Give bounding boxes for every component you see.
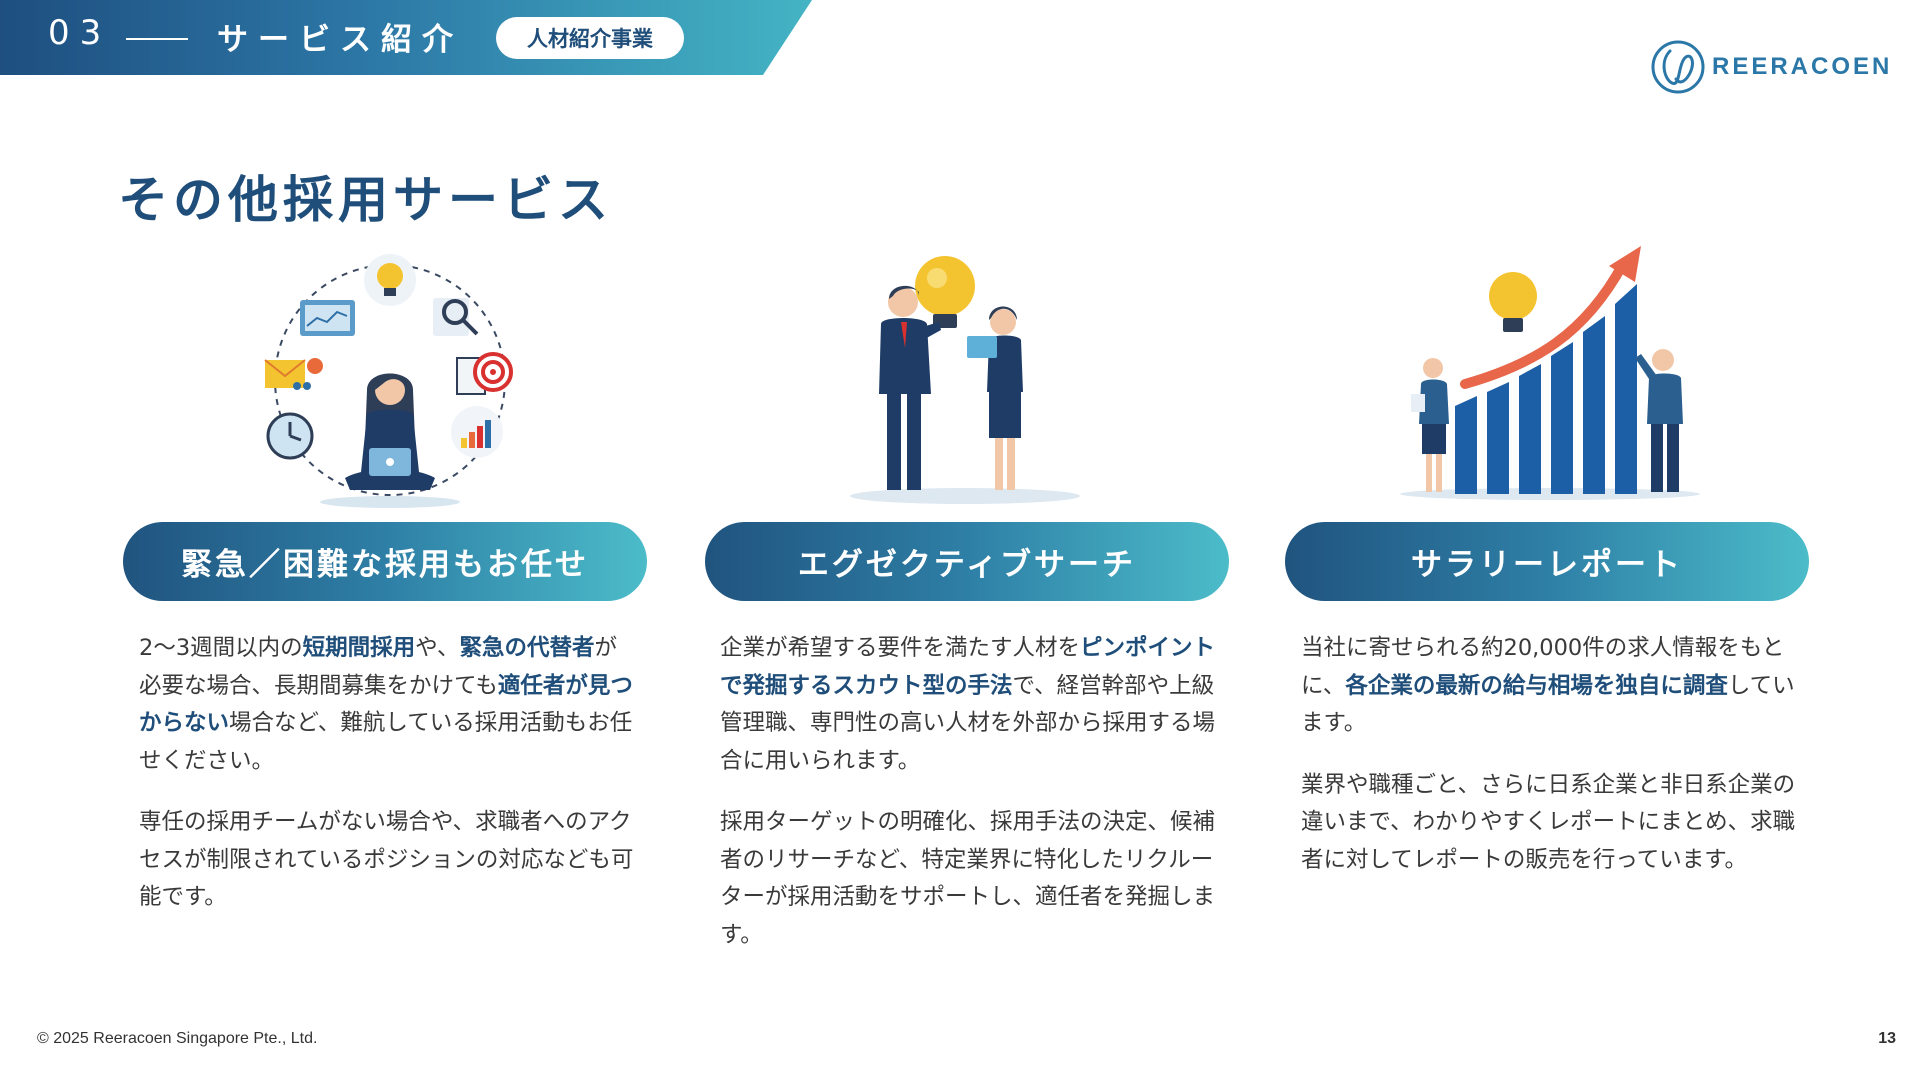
service-description-urgent-hiring: 2〜3週間以内の短期間採用や、緊急の代替者が必要な場合、長期間募集をかけても適任… — [139, 630, 639, 941]
body-text: 当社に寄せられる約20,000件の求人情報をもとに、 — [1301, 635, 1785, 699]
description-paragraph: 専任の採用チームがない場合や、求職者へのアクセスが制限されているポジションの対応… — [139, 804, 639, 917]
service-heading-salary-report: サラリーレポート — [1285, 522, 1809, 601]
description-paragraph: 採用ターゲットの明確化、採用手法の決定、候補者のリサーチなど、特定業界に特化した… — [720, 804, 1220, 954]
body-text: 業界や職種ごと、さらに日系企業と非日系企業の違いまで、わかりやすくレポートにまと… — [1301, 771, 1796, 873]
service-description-executive-search: 企業が希望する要件を満たす人材をピンポイントで発掘するスカウト型の手法で、経営幹… — [720, 630, 1220, 978]
highlighted-text: 緊急の代替者 — [459, 635, 595, 661]
growth-chart-illustration — [1395, 244, 1705, 508]
description-paragraph: 企業が希望する要件を満たす人材をピンポイントで発掘するスカウト型の手法で、経営幹… — [720, 630, 1220, 780]
page-number: 13 — [1878, 1030, 1896, 1047]
section-title: サービス紹介 — [217, 22, 463, 58]
company-logo: REERACOEN — [1650, 37, 1895, 95]
description-paragraph: 業界や職種ごと、さらに日系企業と非日系企業の違いまで、わかりやすくレポートにまと… — [1301, 767, 1801, 880]
highlighted-text: 各企業の最新の給与相場を独自に調査 — [1345, 672, 1728, 699]
section-divider — [126, 38, 188, 40]
body-text: や、 — [415, 635, 460, 661]
page-title: その他採用サービス — [118, 171, 613, 229]
description-paragraph: 2〜3週間以内の短期間採用や、緊急の代替者が必要な場合、長期間募集をかけても適任… — [139, 630, 639, 780]
body-text: 場合など、難航している採用活動もお任せください。 — [139, 710, 633, 774]
copyright-text: © 2025 Reeracoen Singapore Pte., Ltd. — [37, 1030, 318, 1047]
highlighted-text: 短期間採用 — [302, 635, 416, 661]
service-heading-urgent-hiring: 緊急／困難な採用もお任せ — [123, 522, 647, 601]
highlighted-text: 適任者が見つからない — [139, 672, 633, 737]
body-text: で、経営幹部や上級管理職、専門性の高い人材を外部から採用する場合に用いられます。 — [720, 672, 1216, 774]
category-tag: 人材紹介事業 — [496, 17, 684, 59]
logo-mark-icon — [1651, 40, 1705, 94]
service-heading-executive-search: エグゼクティブサーチ — [705, 522, 1229, 601]
section-number: 03 — [48, 13, 112, 53]
highlighted-text: ピンポイントで発掘するスカウト型の手法 — [720, 635, 1216, 699]
body-text: 専任の採用チームがない場合や、求職者へのアクセスが制限されているポジションの対応… — [139, 809, 634, 910]
lightbulb-business-people-illustration — [835, 244, 1095, 513]
service-description-salary-report: 当社に寄せられる約20,000件の求人情報をもとに、各企業の最新の給与相場を独自… — [1301, 630, 1801, 903]
logo-text: REERACOEN — [1712, 53, 1893, 80]
body-text: 企業が希望する要件を満たす人材を — [720, 635, 1081, 661]
body-text: 2〜3週間以内の — [139, 635, 303, 661]
description-paragraph: 当社に寄せられる約20,000件の求人情報をもとに、各企業の最新の給与相場を独自… — [1301, 630, 1801, 743]
body-text: しています。 — [1301, 672, 1795, 737]
body-text: が必要な場合、長期間募集をかけても — [139, 635, 618, 699]
recruiter-circle-illustration — [255, 240, 525, 514]
body-text: 採用ターゲットの明確化、採用手法の決定、候補者のリサーチなど、特定業界に特化した… — [720, 809, 1216, 948]
